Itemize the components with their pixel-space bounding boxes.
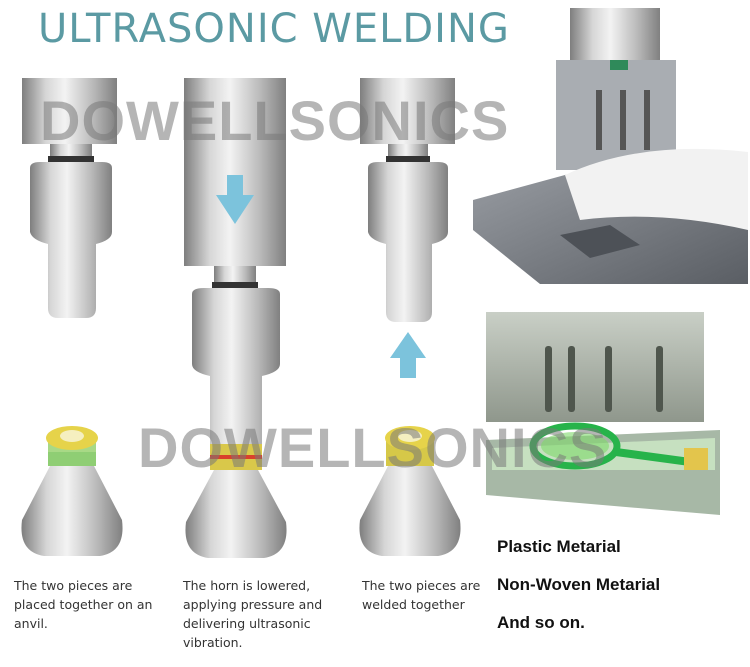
step1-anvil bbox=[21, 466, 123, 556]
step1-caption: The two pieces are placed together on an… bbox=[14, 578, 153, 631]
step2-horn bbox=[184, 78, 286, 452]
step3-horn bbox=[360, 78, 455, 322]
step1-horn bbox=[22, 78, 117, 318]
material-item-non-woven: Non-Woven Metarial bbox=[497, 575, 661, 594]
mold-photo bbox=[475, 300, 747, 520]
material-item-more: And so on. bbox=[497, 613, 585, 632]
down-arrow-icon bbox=[216, 175, 254, 224]
step3-caption: The two pieces are welded together bbox=[362, 578, 481, 612]
step2-welded-parts bbox=[210, 444, 262, 470]
step2-anvil bbox=[185, 470, 287, 558]
page-title: ULTRASONIC WELDING bbox=[38, 6, 510, 52]
machine-photo bbox=[473, 8, 748, 284]
materials-list: Plastic Metarial Non-Woven Metarial And … bbox=[497, 536, 660, 650]
step1-parts bbox=[46, 426, 98, 466]
watermark-bottom: DOWELLSONICS bbox=[138, 416, 608, 479]
watermark-top: DOWELLSONICS bbox=[40, 89, 510, 152]
material-item-plastic: Plastic Metarial bbox=[497, 537, 621, 556]
up-arrow-icon bbox=[390, 332, 426, 378]
step3-anvil bbox=[359, 466, 461, 556]
step2-caption: The horn is lowered, applying pressure a… bbox=[183, 578, 323, 650]
step3-parts bbox=[385, 426, 435, 466]
